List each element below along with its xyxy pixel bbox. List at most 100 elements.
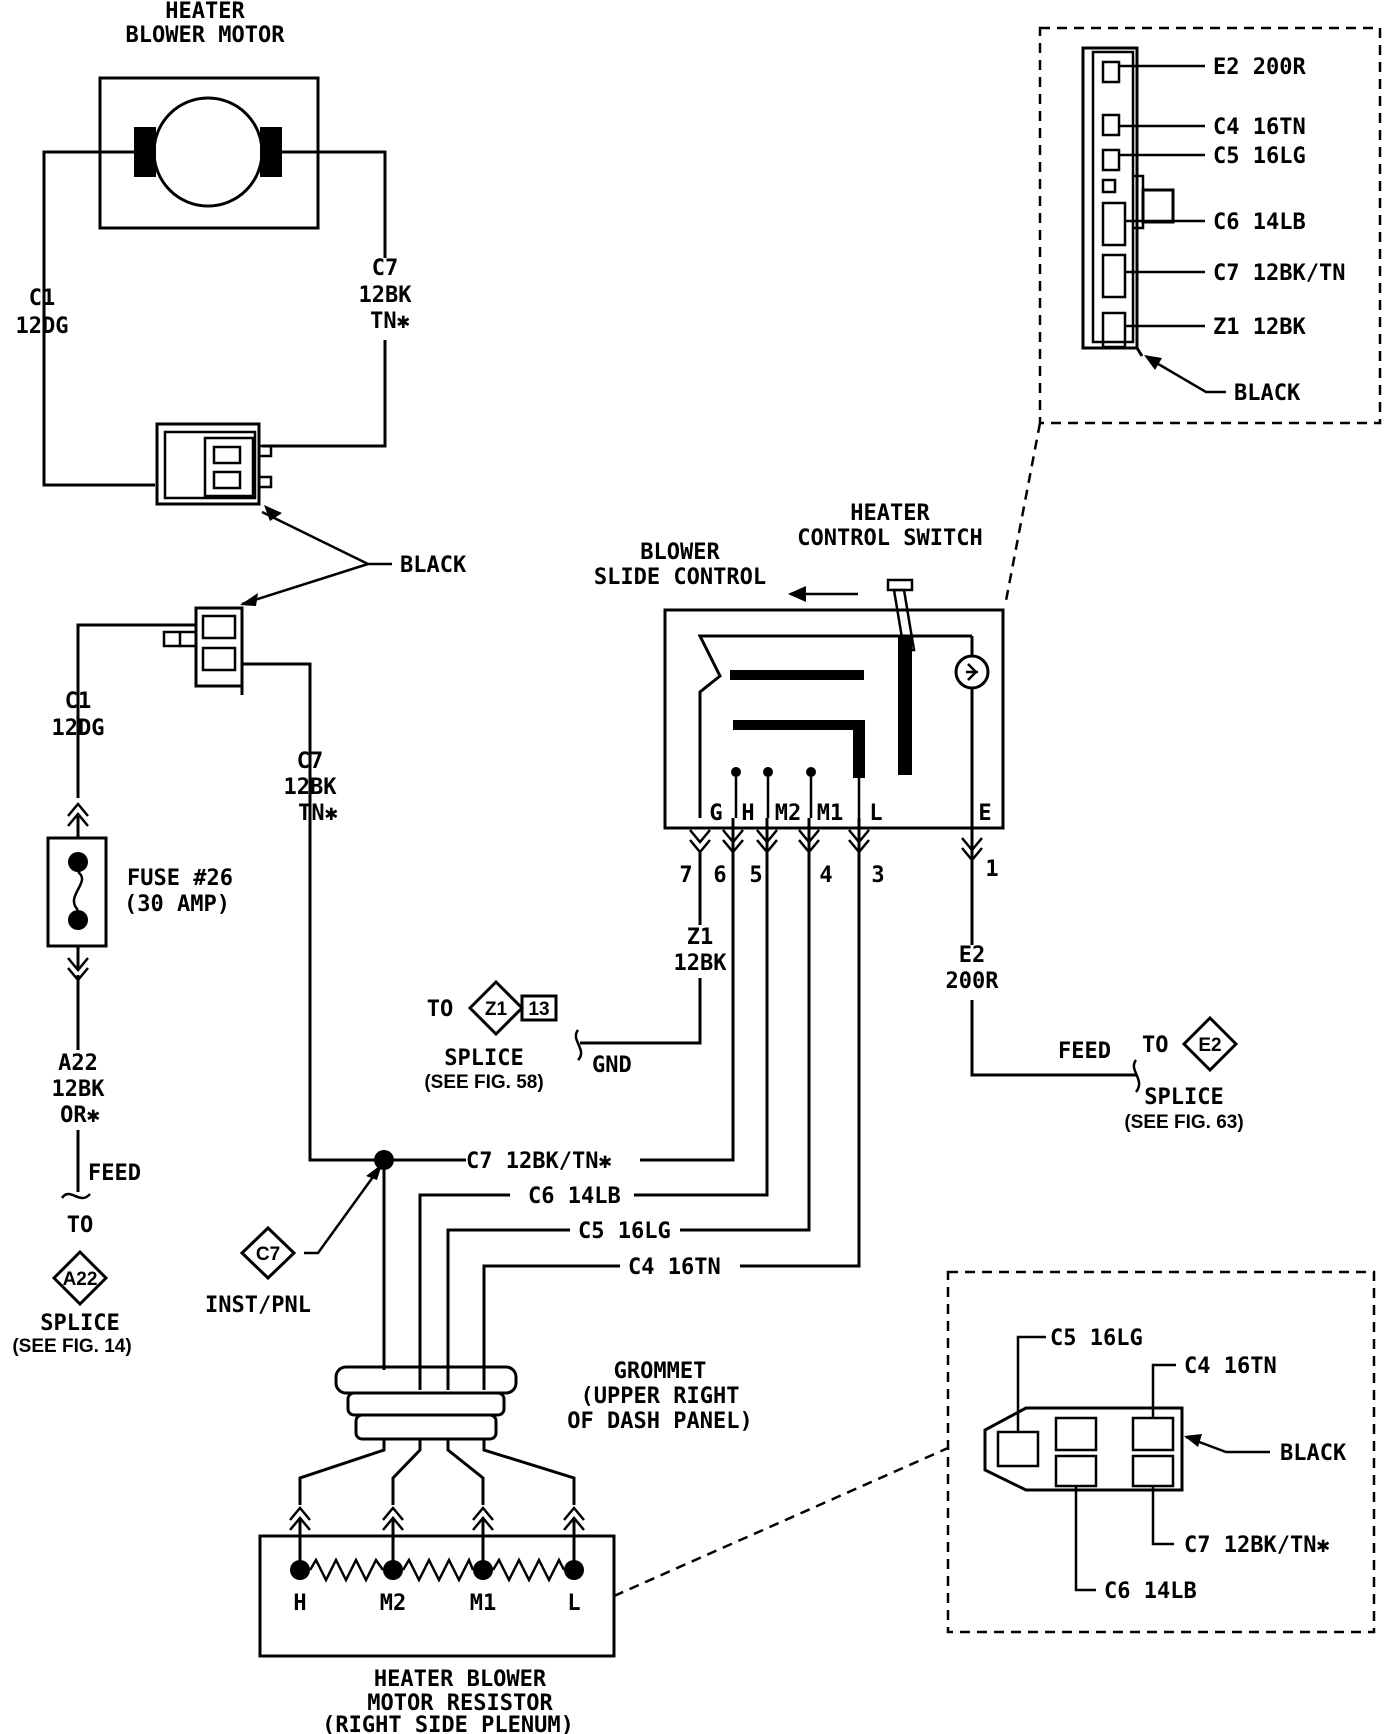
- e2-feed-circuit: E2 200R FEED TO E2 SPLICE (SEE FIG. 63): [946, 860, 1244, 1133]
- resistor-terminal-h: H: [293, 1591, 306, 1616]
- motor-connector: [155, 422, 282, 521]
- heater-control-switch: HEATER CONTROL SWITCH BLOWER SLIDE CONTR…: [594, 501, 1005, 888]
- resistor-title3: (RIGHT SIDE PLENUM): [322, 1713, 574, 1734]
- switch-conn-pin-z1: Z1 12BK: [1213, 315, 1306, 340]
- resistor-coil-icon: [491, 1557, 566, 1583]
- bus-wiring: C7 12BK/TN✱ C6 14LB C5 16LG C4 16TN: [382, 818, 861, 1390]
- switch-conn-black: BLACK: [1234, 381, 1301, 406]
- res-conn-c4: C4 16TN: [1184, 1354, 1277, 1379]
- e2-feed: FEED: [1058, 1039, 1111, 1064]
- grommet: GROMMET (UPPER RIGHT OF DASH PANEL): [334, 1359, 753, 1441]
- blower-motor-resistor: H M2 M1 L HEATER BLOWER MOTOR RESISTOR (…: [258, 1534, 616, 1734]
- resistor-title1: HEATER BLOWER: [374, 1667, 547, 1692]
- splice-num-z1: 13: [528, 999, 549, 1020]
- wire-c7-motor-top: [282, 150, 387, 258]
- blower-motor: HEATER BLOWER MOTOR: [98, 0, 320, 230]
- resistor-terminal-l: L: [567, 1591, 580, 1616]
- pin-6: 6: [713, 863, 726, 888]
- resistor-terminal-m1: M1: [470, 1591, 497, 1616]
- switch-title2: CONTROL SWITCH: [797, 526, 982, 551]
- resistor-title2: MOTOR RESISTOR: [367, 1691, 553, 1716]
- motor-brush-left: [134, 127, 156, 177]
- splice-diamond-z1: [467, 979, 525, 1037]
- slide-title2: SLIDE CONTROL: [594, 565, 766, 590]
- black-label-motor: BLACK: [400, 553, 467, 578]
- c1-gauge: 12DG: [52, 716, 105, 741]
- switch-housing: [663, 608, 1005, 830]
- switch-title1: HEATER: [850, 501, 930, 526]
- e2-circuit: E2: [959, 943, 986, 968]
- res-conn-c7: C7 12BK/TN✱: [1184, 1533, 1330, 1558]
- terminal-m2: M2: [775, 801, 802, 826]
- black-callout-motor: BLACK: [240, 510, 467, 606]
- z1-ground-circuit: Z1 12BK GND TO Z1 13 SPLICE (SEE FIG. 58…: [424, 852, 727, 1093]
- motor-c1-gauge: 12DG: [16, 314, 69, 339]
- pin-5: 5: [749, 863, 762, 888]
- pin-3: 3: [871, 863, 884, 888]
- a22-circuit: A22: [58, 1051, 98, 1076]
- wire-c1-motor: [42, 150, 155, 487]
- fuse-rating: (30 AMP): [124, 892, 230, 917]
- motor-c1-circuit: C1: [29, 286, 56, 311]
- splice-id-z1: Z1: [485, 999, 508, 1020]
- grommet-line1: GROMMET: [614, 1359, 707, 1384]
- motor-c7-gauge: 12BK: [359, 283, 413, 308]
- a22-splice: SPLICE: [40, 1311, 119, 1336]
- terminal-l: L: [869, 801, 882, 826]
- motor-c7-color2: TN✱: [370, 309, 410, 334]
- switch-conn-pin-c5: C5 16LG: [1213, 144, 1306, 169]
- wire-break-icon: [1132, 1059, 1141, 1093]
- terminal-e: E: [978, 801, 991, 826]
- pin-7: 7: [679, 863, 692, 888]
- grommet-line2: (UPPER RIGHT: [581, 1384, 740, 1409]
- inline-connector: [162, 606, 244, 695]
- splice-diamond-e2: [1181, 1015, 1239, 1073]
- pin-1: 1: [985, 857, 998, 882]
- splice-dot: [374, 1150, 394, 1170]
- slide-title1: BLOWER: [640, 540, 720, 565]
- motor-armature-icon: [152, 96, 264, 208]
- bus-c5: C5 16LG: [578, 1219, 671, 1244]
- bus-c6: C6 14LB: [528, 1184, 621, 1209]
- a22-feed: FEED: [88, 1161, 141, 1186]
- e2-gauge: 200R: [946, 969, 1000, 994]
- bus-c7: C7 12BK/TN✱: [466, 1149, 612, 1174]
- a22-color2: OR✱: [60, 1103, 100, 1128]
- c7-color2: TN✱: [298, 801, 338, 826]
- z1-circuit: Z1: [687, 925, 714, 950]
- switch-conn-pin-e2: E2 200R: [1213, 55, 1306, 80]
- splice-id-c7: C7: [256, 1244, 280, 1265]
- splice-diamond-a22: [51, 1249, 109, 1307]
- splice-id-e2: E2: [1198, 1035, 1221, 1056]
- pin-4: 4: [819, 863, 832, 888]
- wire-c7-motor-bottom: [262, 340, 387, 448]
- splice-diamond-c7: [239, 1225, 297, 1281]
- res-conn-c5: C5 16LG: [1050, 1326, 1143, 1351]
- terminal-h: H: [741, 801, 754, 826]
- motor-wiring: C1 12DG C7 12BK TN✱: [16, 150, 413, 487]
- switch-conn-pin-c7: C7 12BK/TN: [1213, 261, 1345, 286]
- wire-break-icon: [60, 1192, 91, 1200]
- resistor-terminal-m2: M2: [380, 1591, 407, 1616]
- z1-see-fig: (SEE FIG. 58): [424, 1072, 543, 1093]
- grommet-line3: OF DASH PANEL): [567, 1409, 752, 1434]
- motor-brush-right: [260, 127, 282, 177]
- wire-c7-feed: [242, 662, 384, 1162]
- a22-gauge: 12BK: [52, 1077, 106, 1102]
- slide-arrow-icon: [788, 586, 806, 602]
- motor-title-line2: BLOWER MOTOR: [126, 23, 286, 48]
- c7-circuit: C7: [297, 749, 324, 774]
- terminal-g: G: [709, 801, 722, 826]
- bus-c4: C4 16TN: [628, 1255, 721, 1280]
- slide-lever: [898, 635, 912, 775]
- z1-splice: SPLICE: [444, 1046, 523, 1071]
- c1-circuit: C1: [65, 689, 92, 714]
- fuse-label: FUSE #26: [127, 866, 233, 891]
- res-conn-c6: C6 14LB: [1104, 1579, 1197, 1604]
- c7-inst-pnl: INST/PNL: [205, 1293, 311, 1318]
- motor-title-line1: HEATER: [165, 0, 245, 24]
- switch-connector-detail: E2 200R C4 16TN C5 16LG C6 14LB C7 12BK/…: [1003, 26, 1382, 607]
- c7-feed-circuit: C7 12BK TN✱ C7 INST/PNL: [205, 662, 394, 1318]
- a22-see-fig: (SEE FIG. 14): [12, 1336, 131, 1357]
